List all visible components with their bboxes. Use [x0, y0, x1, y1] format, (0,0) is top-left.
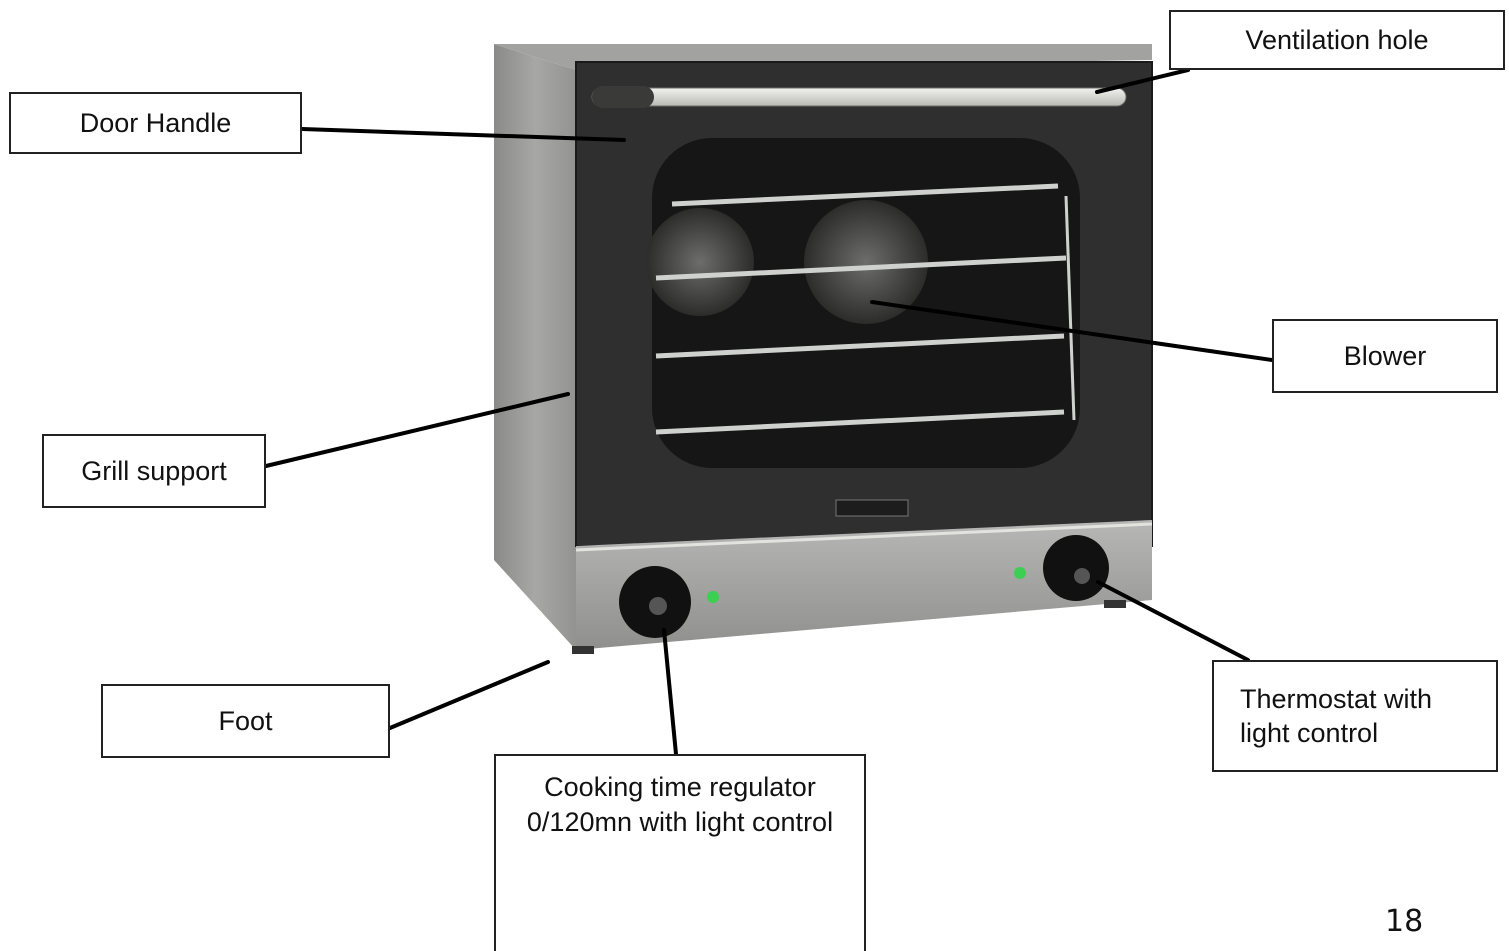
door-handle [591, 87, 1127, 107]
cooking-time-knob-center-icon [649, 597, 667, 615]
thermostat-knob-icon [1043, 535, 1109, 601]
label-grill-support: Grill support [42, 434, 266, 508]
leader-line-thermostat [1096, 580, 1250, 662]
control-panel-trim [575, 522, 1153, 552]
label-foot: Foot [101, 684, 390, 758]
leader-line-ventilation-hole [1095, 68, 1190, 94]
label-blower: Blower [1272, 319, 1498, 393]
door-handle-cap [592, 86, 654, 108]
leader-lines [264, 68, 1274, 756]
leader-line-grill-support [264, 392, 570, 468]
leader-line-door-handle [300, 127, 626, 142]
label-door-handle: Door Handle [9, 92, 302, 154]
timer-indicator-light-icon [707, 591, 719, 603]
thermostat-knob-center-icon [1074, 568, 1090, 584]
blower-fan-left-icon [646, 208, 754, 316]
thermostat-indicator-light-icon [1014, 567, 1026, 579]
control-panel [576, 520, 1152, 650]
leader-line-cooking-time [662, 628, 678, 756]
oven-body [494, 44, 1153, 654]
oven-racks [655, 183, 1076, 435]
oven-brand-badge [835, 499, 909, 517]
label-cooking-time-regulator: Cooking time regulator 0/120mn with ligh… [494, 754, 866, 951]
oven-side-panel [494, 44, 576, 650]
oven-foot-left [572, 646, 594, 654]
leader-line-foot [388, 660, 550, 730]
label-ventilation-hole: Ventilation hole [1169, 10, 1505, 70]
blower-fan-right-icon [804, 200, 928, 324]
leader-line-blower [870, 300, 1274, 362]
page-number: 18 [1385, 904, 1424, 939]
label-thermostat: Thermostat with light control [1212, 660, 1498, 772]
oven-foot-right [1104, 600, 1126, 608]
